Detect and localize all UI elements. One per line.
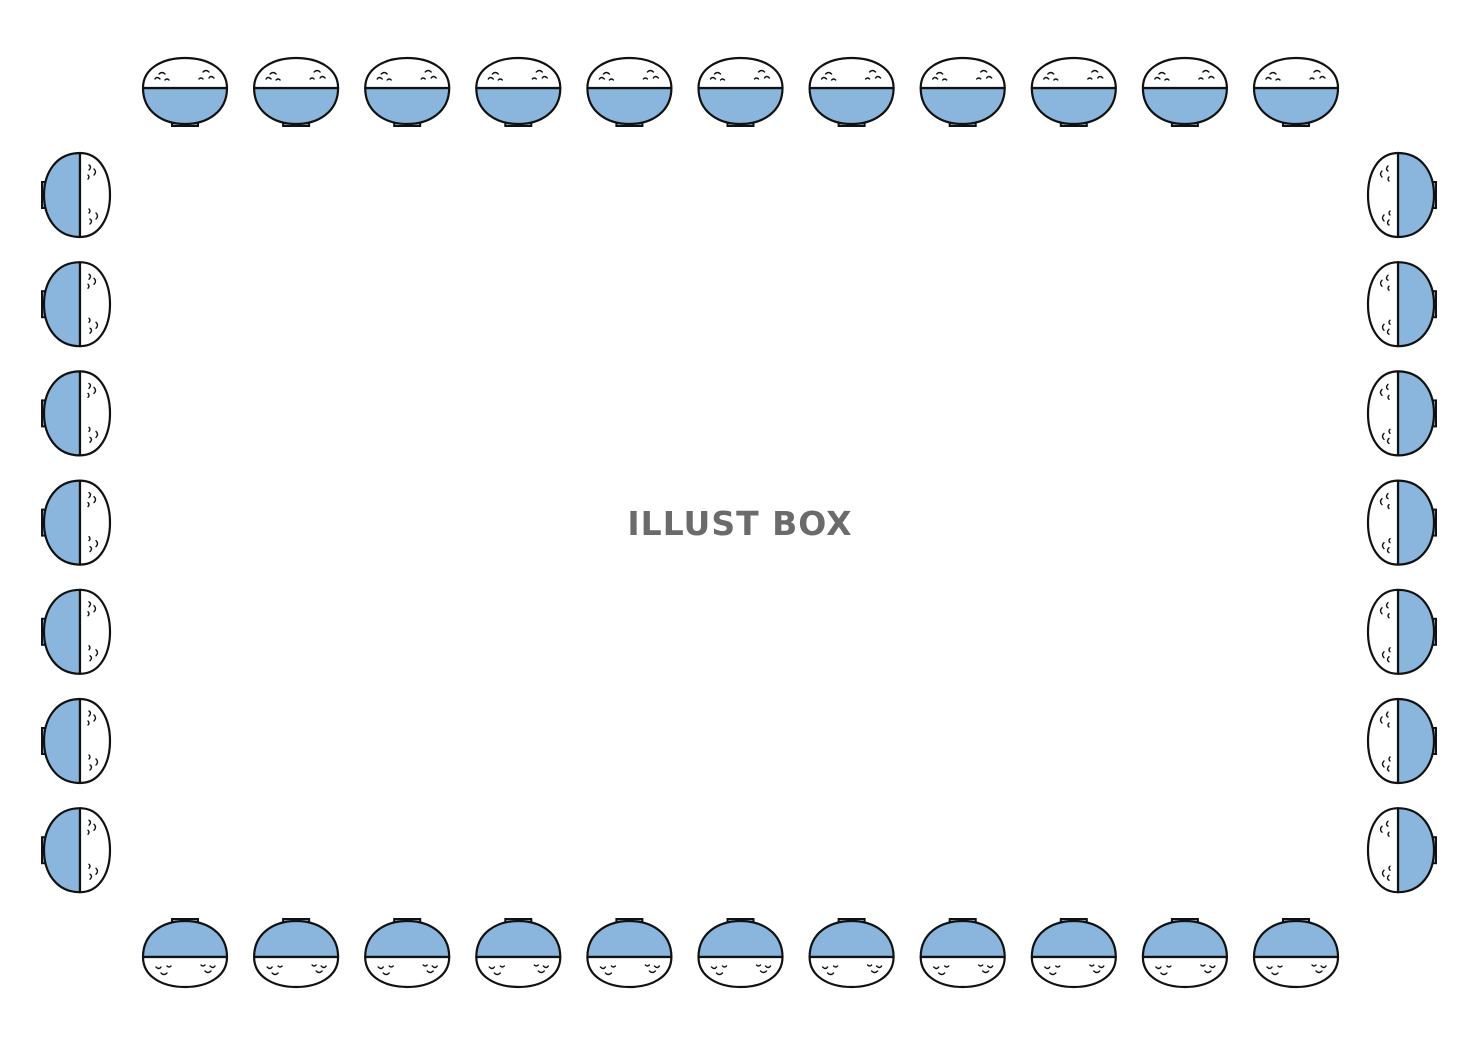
rice-bowl-icon — [364, 56, 451, 128]
rice-bowl-icon — [141, 56, 229, 128]
rice-bowl-icon — [1141, 56, 1229, 128]
rice-bowl-icon — [364, 917, 451, 989]
watermark-text: ILLUST BOX — [627, 504, 853, 543]
rice-bowl-icon — [1366, 588, 1438, 675]
rice-bowl-icon — [253, 917, 340, 989]
rice-bowl-icon — [40, 261, 112, 348]
top-row — [141, 56, 1340, 128]
rice-bowl-icon — [253, 56, 340, 128]
rice-bowl-icon — [1366, 151, 1438, 239]
rice-bowl-icon — [808, 56, 895, 128]
rice-bowl-icon — [697, 56, 784, 128]
rice-bowl-icon — [586, 917, 673, 989]
rice-bowl-icon — [697, 917, 784, 989]
rice-bowl-icon — [1366, 807, 1438, 894]
rice-bowl-icon — [40, 370, 112, 457]
rice-bowl-icon — [1030, 56, 1117, 128]
rice-bowl-icon — [1366, 261, 1438, 348]
rice-bowl-icon — [1252, 917, 1340, 989]
rice-bowl-icon — [40, 151, 112, 239]
rice-bowl-icon — [40, 807, 112, 894]
rice-bowl-icon — [141, 917, 229, 989]
rice-bowl-icon — [1030, 917, 1117, 989]
rice-bowl-icon — [40, 588, 112, 675]
rice-bowl-icon — [1141, 917, 1229, 989]
rice-bowl-icon — [586, 56, 673, 128]
rice-bowl-icon — [1366, 697, 1438, 785]
rice-bowl-icon — [1366, 370, 1438, 457]
rice-bowl-icon — [919, 917, 1006, 989]
rice-bowl-icon — [1252, 56, 1340, 128]
rice-bowl-icon — [919, 56, 1006, 128]
rice-bowl-icon — [40, 697, 112, 785]
rice-bowl-icon — [808, 917, 895, 989]
bottom-row — [141, 917, 1340, 989]
rice-bowl-icon — [475, 56, 562, 128]
rice-bowl-icon — [475, 917, 562, 989]
